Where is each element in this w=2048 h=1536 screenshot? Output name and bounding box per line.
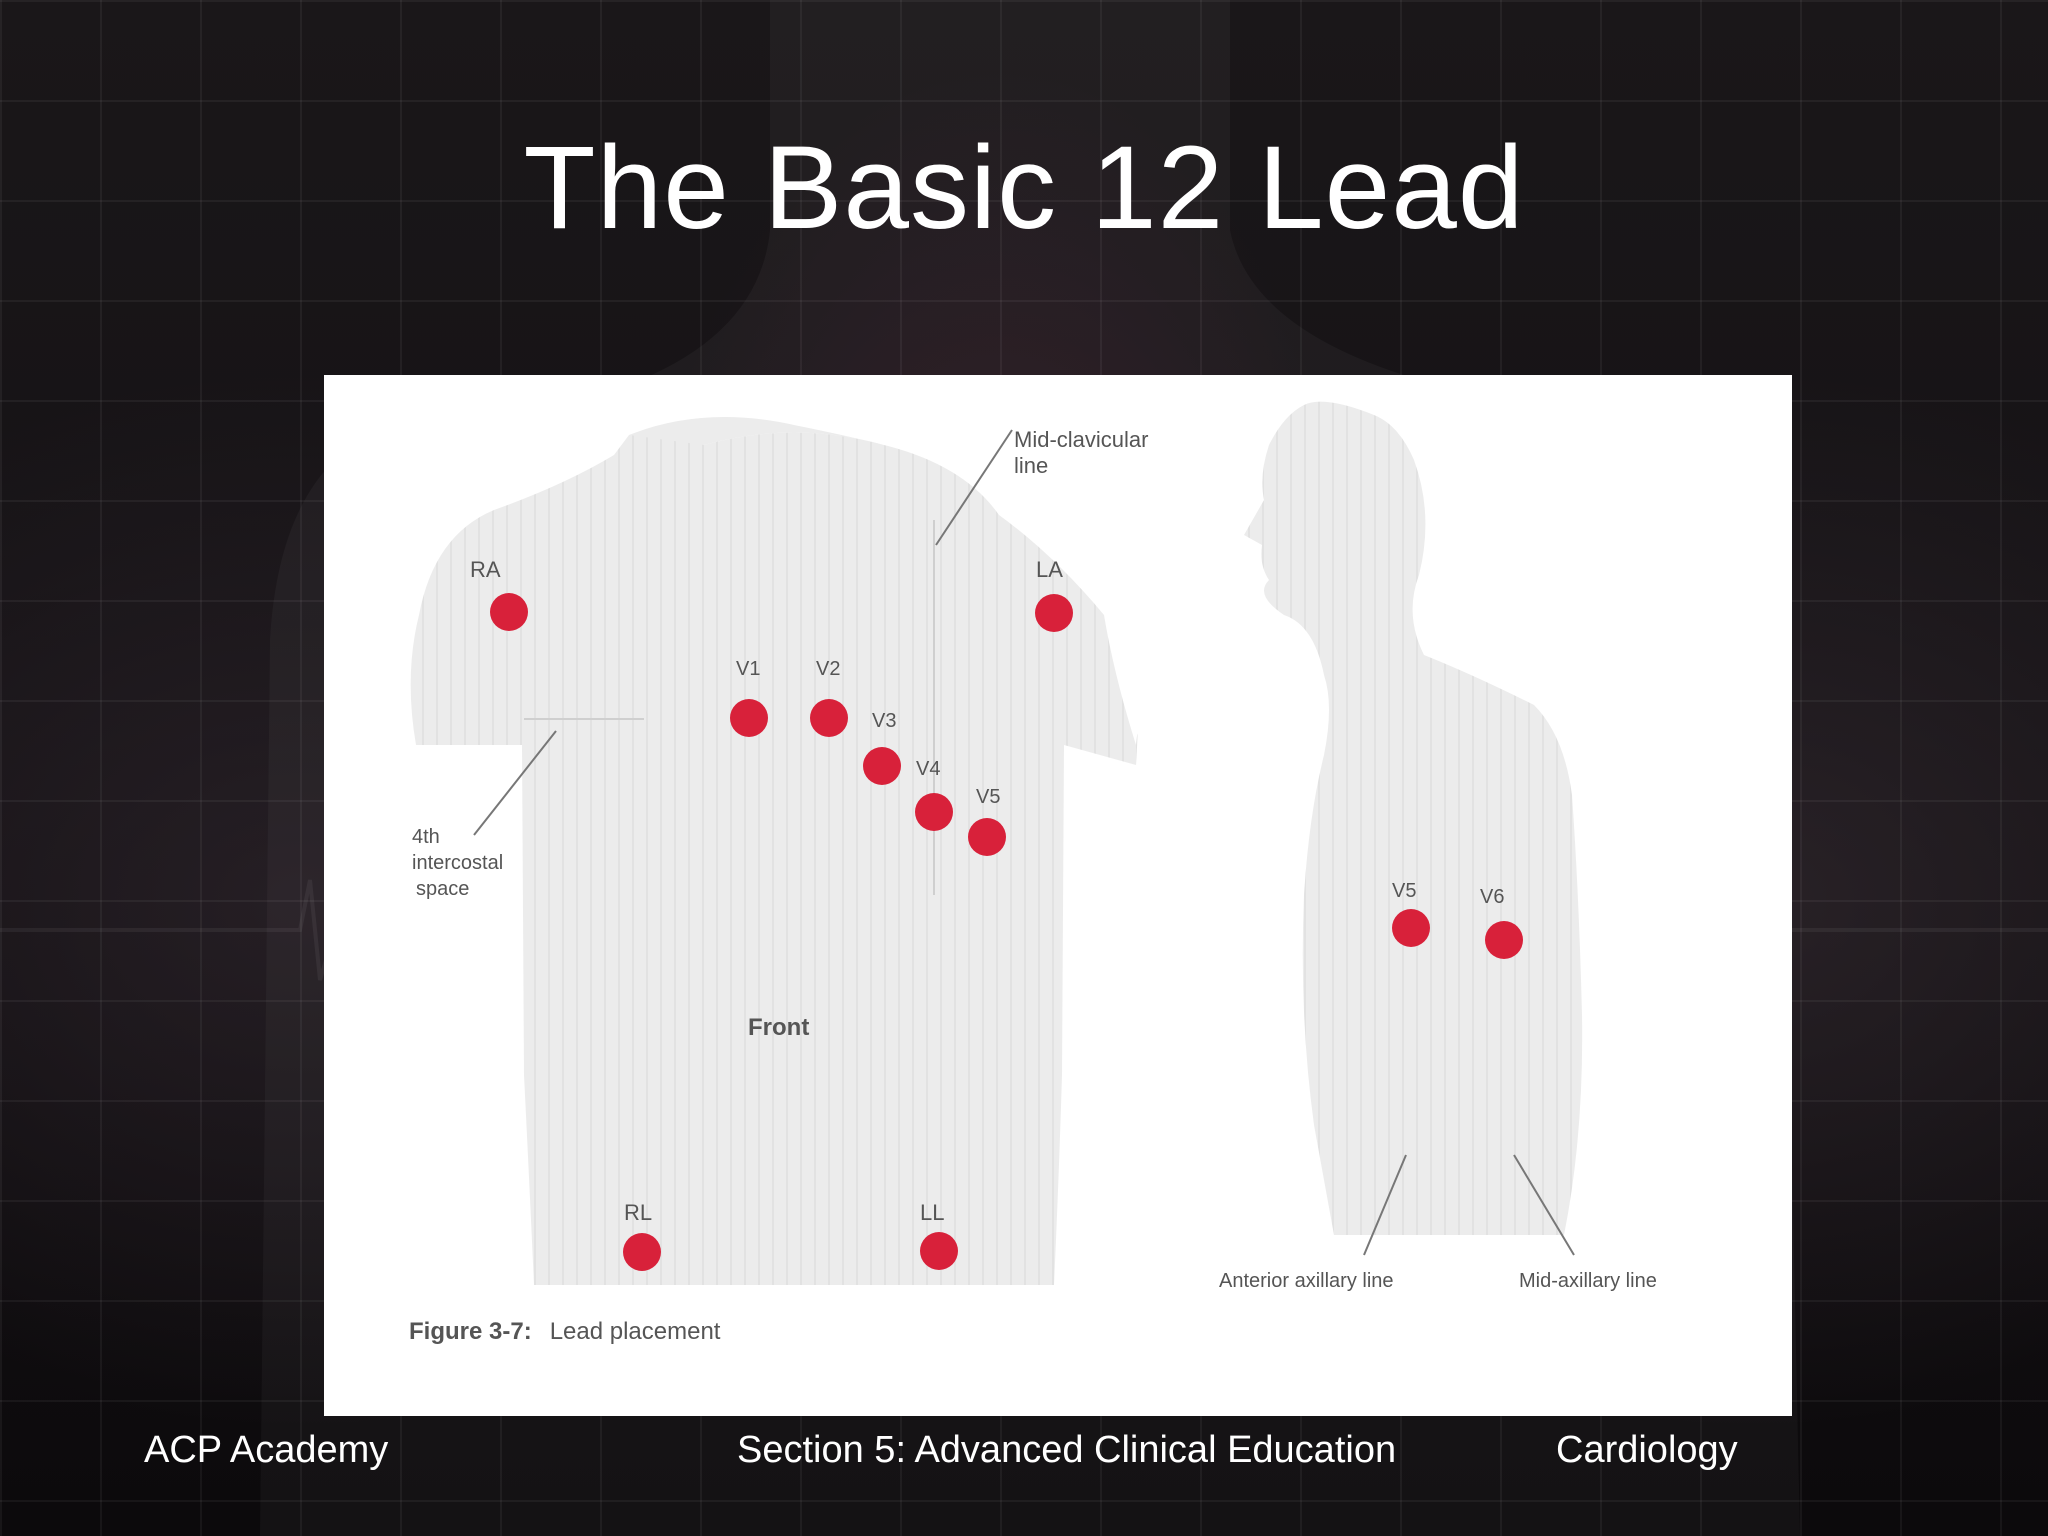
ll-electrode bbox=[920, 1232, 958, 1270]
caption-label: Figure 3-7: bbox=[409, 1318, 532, 1345]
rl-label: RL bbox=[624, 1200, 652, 1225]
mid-axillary-label: Mid-axillary line bbox=[1519, 1270, 1657, 1292]
ll-label: LL bbox=[920, 1200, 944, 1225]
v2-label: V2 bbox=[816, 658, 840, 680]
side-v6-electrode bbox=[1485, 921, 1523, 959]
la-label: LA bbox=[1036, 557, 1063, 582]
la-electrode bbox=[1035, 594, 1073, 632]
footer-academy: ACP Academy bbox=[144, 1429, 389, 1471]
slide-title: The Basic 12 Lead bbox=[523, 122, 1525, 254]
side-v6-label: V6 bbox=[1480, 886, 1504, 908]
footer-section: Section 5: Advanced Clinical Education bbox=[737, 1429, 1397, 1471]
figure-caption: Figure 3-7: Lead placement bbox=[409, 1318, 721, 1345]
side-profile-outline bbox=[1244, 401, 1583, 1236]
v5-electrode bbox=[968, 818, 1006, 856]
front-torso-outline bbox=[410, 431, 1138, 1286]
caption-text: Lead placement bbox=[550, 1318, 721, 1345]
rl-electrode bbox=[623, 1233, 661, 1271]
v3-label: V3 bbox=[872, 710, 896, 732]
v5-label: V5 bbox=[976, 786, 1000, 808]
v4-label: V4 bbox=[916, 758, 940, 780]
v4-electrode bbox=[915, 793, 953, 831]
v1-label: V1 bbox=[736, 658, 760, 680]
lead-placement-figure: Mid-clavicular line 4th intercostal spac… bbox=[324, 375, 1792, 1416]
v1-electrode bbox=[730, 699, 768, 737]
ra-electrode bbox=[490, 593, 528, 631]
intercostal-label: 4th intercostal space bbox=[412, 826, 509, 900]
mid-clavicular-label: Mid-clavicular line bbox=[1014, 427, 1155, 478]
front-label: Front bbox=[748, 1014, 809, 1041]
side-v5-label: V5 bbox=[1392, 880, 1416, 902]
v3-electrode bbox=[863, 747, 901, 785]
anterior-axillary-label: Anterior axillary line bbox=[1219, 1270, 1394, 1292]
v2-electrode bbox=[810, 699, 848, 737]
ra-label: RA bbox=[470, 557, 501, 582]
footer-topic: Cardiology bbox=[1556, 1429, 1738, 1471]
side-v5-electrode bbox=[1392, 909, 1430, 947]
